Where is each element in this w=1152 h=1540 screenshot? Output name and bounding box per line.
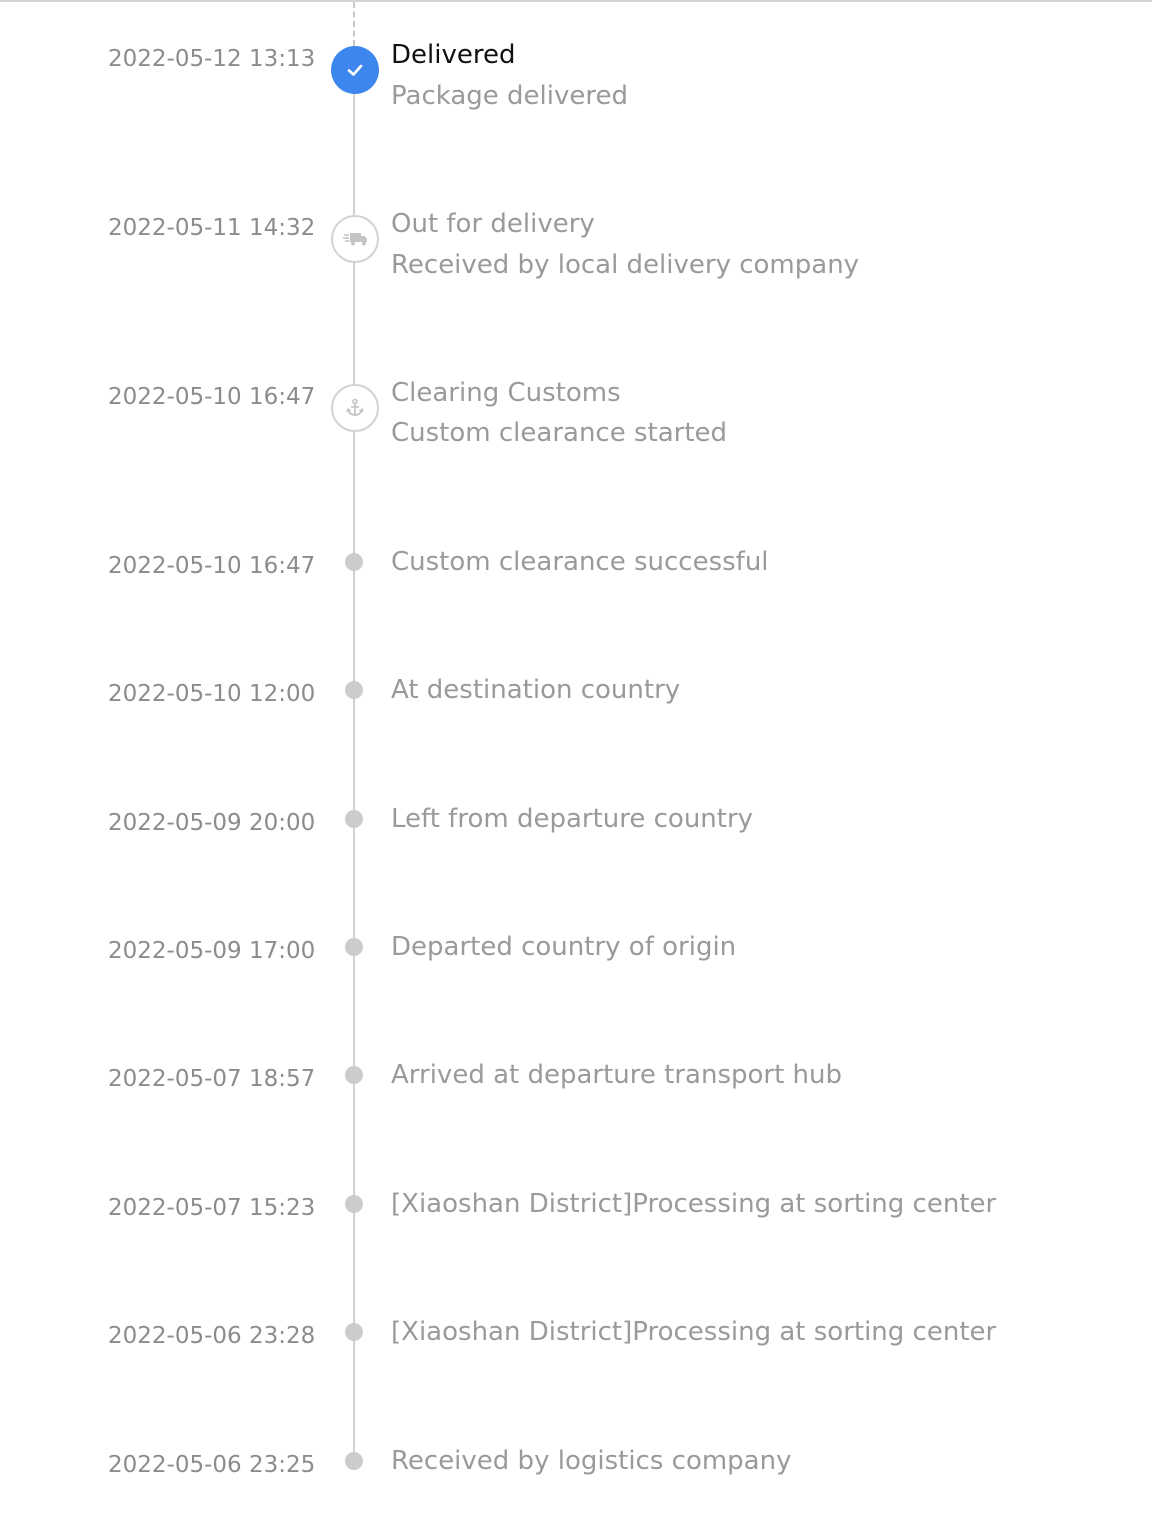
event-time: 2022-05-09 20:00: [108, 810, 316, 836]
event-title: Arrived at departure transport hub: [391, 1060, 843, 1090]
top-divider: [0, 0, 1152, 2]
event-title: Received by logistics company: [391, 1446, 792, 1476]
event-title: Clearing Customs: [391, 378, 621, 408]
truck-icon: [331, 215, 379, 263]
event-title: Left from departure country: [391, 804, 754, 834]
timeline-dot: [345, 1323, 363, 1341]
event-time: 2022-05-06 23:28: [108, 1323, 316, 1349]
event-time: 2022-05-09 17:00: [108, 938, 316, 964]
event-time: 2022-05-06 23:25: [108, 1452, 316, 1478]
timeline-dot: [345, 1195, 363, 1213]
check-icon: [331, 46, 379, 94]
event-title: Delivered: [391, 40, 516, 70]
anchor-icon: [331, 384, 379, 432]
timeline-dot: [345, 1452, 363, 1470]
event-title: Out for delivery: [391, 209, 595, 239]
timeline-connector-dashed: [353, 2, 355, 46]
timeline-dot: [345, 1066, 363, 1084]
event-description: Package delivered: [391, 81, 628, 111]
timeline-dot: [345, 681, 363, 699]
event-title: Departed country of origin: [391, 932, 737, 962]
event-time: 2022-05-10 16:47: [108, 384, 316, 410]
event-title: [Xiaoshan District]Processing at sorting…: [391, 1189, 997, 1219]
event-time: 2022-05-07 15:23: [108, 1195, 316, 1221]
event-description: Custom clearance started: [391, 418, 728, 448]
event-time: 2022-05-10 16:47: [108, 553, 316, 579]
timeline-dot: [345, 938, 363, 956]
event-time: 2022-05-11 14:32: [108, 215, 316, 241]
event-title: At destination country: [391, 675, 681, 705]
timeline-dot: [345, 553, 363, 571]
timeline-dot: [345, 810, 363, 828]
event-description: Received by local delivery company: [391, 250, 860, 280]
event-time: 2022-05-07 18:57: [108, 1066, 316, 1092]
timeline-connector: [353, 92, 355, 1464]
event-time: 2022-05-10 12:00: [108, 681, 316, 707]
event-time: 2022-05-12 13:13: [108, 46, 316, 72]
event-title: [Xiaoshan District]Processing at sorting…: [391, 1317, 997, 1347]
event-title: Custom clearance successful: [391, 547, 769, 577]
